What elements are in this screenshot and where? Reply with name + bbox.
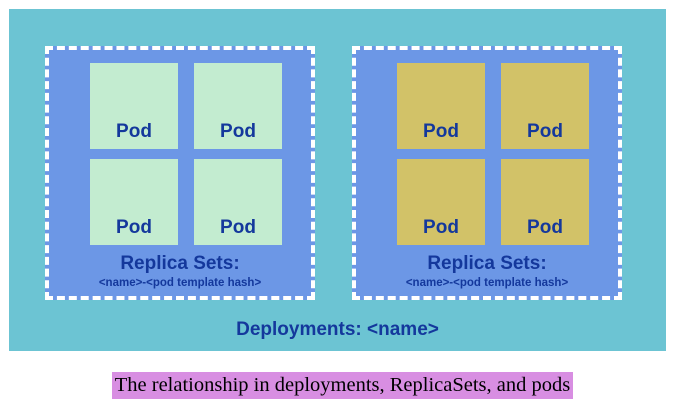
pod: Pod <box>501 159 589 245</box>
replica-set-subtitle: <name>-<pod template hash> <box>98 277 262 289</box>
replica-set-title: Replica Sets: <box>120 253 240 274</box>
pod: Pod <box>397 159 485 245</box>
pod: Pod <box>194 159 282 245</box>
replica-set-subtitle: <name>-<pod template hash> <box>405 277 569 289</box>
pod: Pod <box>90 159 178 245</box>
pod: Pod <box>194 63 282 149</box>
figure-caption: The relationship in deployments, Replica… <box>111 372 574 399</box>
pod: Pod <box>397 63 485 149</box>
deployment-label: Deployments: <name> <box>236 319 439 340</box>
caption-container: The relationship in deployments, Replica… <box>0 372 685 399</box>
deployment-box: Pod Pod Pod Pod Replica Sets: <name>-<po… <box>9 9 666 351</box>
pod: Pod <box>90 63 178 149</box>
pod: Pod <box>501 63 589 149</box>
replica-set-right: Pod Pod Pod Pod Replica Sets: <name>-<po… <box>352 46 622 300</box>
replica-set-title: Replica Sets: <box>427 253 547 274</box>
replica-set-left: Pod Pod Pod Pod Replica Sets: <name>-<po… <box>45 46 315 300</box>
